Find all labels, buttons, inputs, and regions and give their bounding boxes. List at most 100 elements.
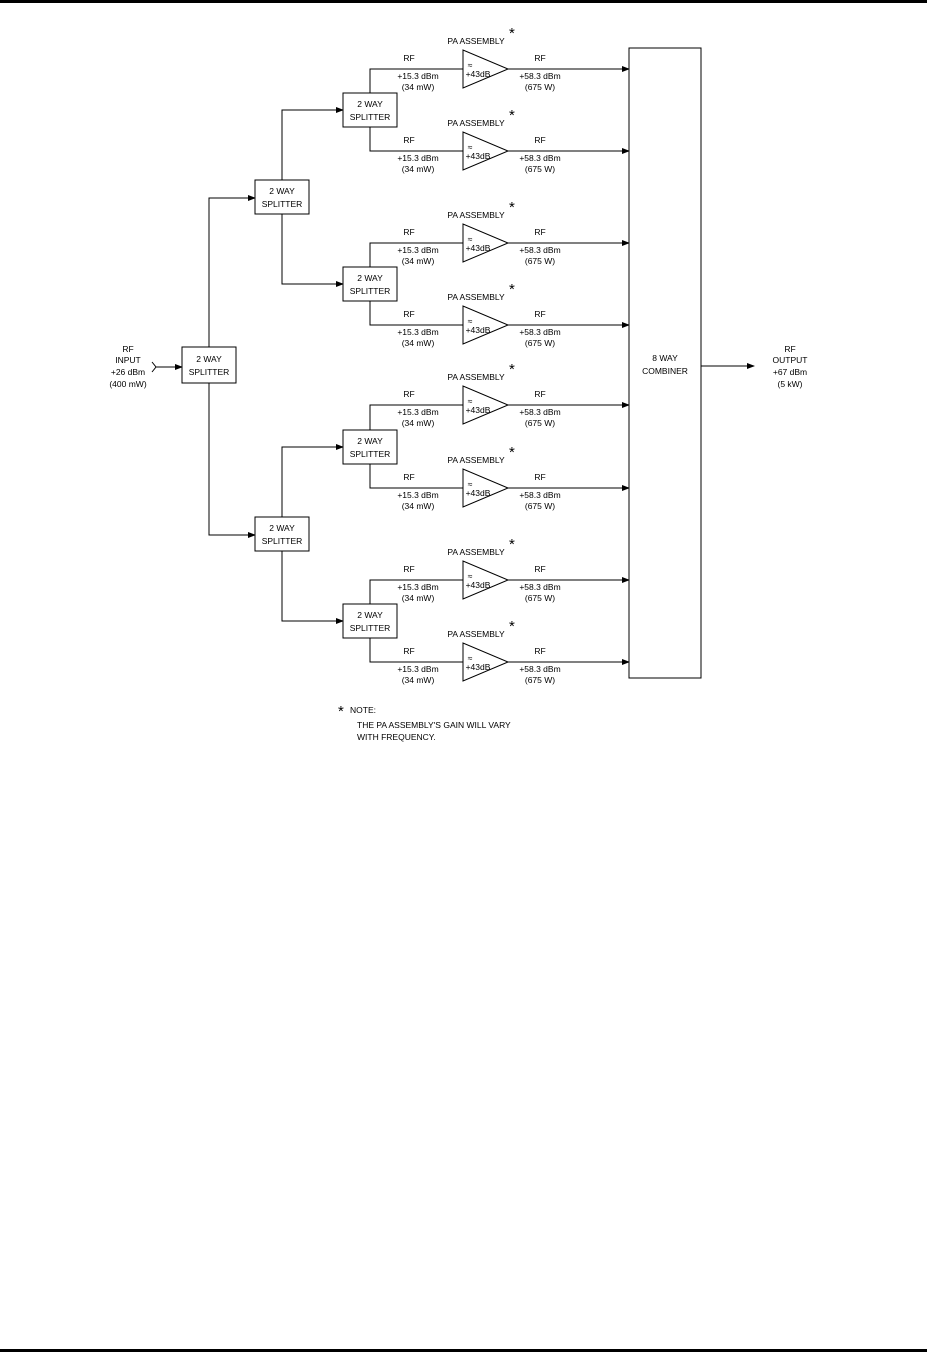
pa-asterisk: * (509, 444, 515, 461)
pa-output-dbm: +58.3 dBm (519, 490, 560, 500)
pa-asterisk: * (509, 281, 515, 298)
pa-gain-approx: ≈ (468, 479, 473, 489)
pa-input-mw: (34 mW) (402, 82, 435, 92)
amplifier-triangle (462, 131, 510, 171)
pa-input-dbm: +15.3 dBm (397, 664, 438, 674)
amplifier-triangle (462, 642, 510, 682)
pa-output-rf-label: RF (534, 53, 545, 63)
pa-gain-approx: ≈ (468, 396, 473, 406)
svg-text:SPLITTER: SPLITTER (262, 536, 303, 546)
pa-input-rf-label: RF (403, 389, 414, 399)
pa-input-rf-label: RF (403, 564, 414, 574)
pa-output-rf-label: RF (534, 564, 545, 574)
pa-input-mw: (34 mW) (402, 164, 435, 174)
amplifier-triangle (462, 223, 510, 263)
footnote: * NOTE: THE PA ASSEMBLY'S GAIN WILL VARY… (338, 703, 511, 742)
svg-text:SPLITTER: SPLITTER (350, 112, 391, 122)
pa-assembly-title: PA ASSEMBLY (447, 455, 505, 465)
note-label: NOTE: (350, 705, 376, 715)
svg-text:2 WAY: 2 WAY (269, 523, 295, 533)
pa-input-mw: (34 mW) (402, 418, 435, 428)
note-line2: WITH FREQUENCY. (357, 732, 436, 742)
pa-output-w: (675 W) (525, 593, 555, 603)
svg-text:SPLITTER: SPLITTER (350, 286, 391, 296)
svg-text:2 WAY: 2 WAY (357, 610, 383, 620)
pa-output-w: (675 W) (525, 256, 555, 266)
pa-input-dbm: +15.3 dBm (397, 153, 438, 163)
note-line1: THE PA ASSEMBLY'S GAIN WILL VARY (357, 720, 511, 730)
pa-input-mw: (34 mW) (402, 501, 435, 511)
input-connector (151, 361, 157, 373)
note-asterisk: * (338, 703, 344, 720)
pa-gain-approx: ≈ (468, 60, 473, 70)
pa-gain-approx: ≈ (468, 234, 473, 244)
pa-input-dbm: +15.3 dBm (397, 327, 438, 337)
pa-output-dbm: +58.3 dBm (519, 245, 560, 255)
amplifier-triangle (462, 305, 510, 345)
pa-assemblies: RF+15.3 dBm(34 mW)PA ASSEMBLY*≈+43dBRF+5… (397, 25, 630, 685)
bottom-rule (0, 1349, 927, 1352)
pa-output-rf-label: RF (534, 389, 545, 399)
pa-gain: +43dB (466, 662, 491, 672)
pa-input-mw: (34 mW) (402, 675, 435, 685)
amplifier-triangle (462, 385, 510, 425)
pa-input-dbm: +15.3 dBm (397, 490, 438, 500)
pa-input-rf-label: RF (403, 135, 414, 145)
splitter-to-pa-wires (369, 68, 463, 663)
pa-output-dbm: +58.3 dBm (519, 664, 560, 674)
wire-l2b-top (281, 444, 344, 517)
svg-text:8 WAY: 8 WAY (652, 353, 678, 363)
pa-output-w: (675 W) (525, 675, 555, 685)
svg-text:COMBINER: COMBINER (642, 366, 688, 376)
output-dbm: +67 dBm (773, 367, 807, 377)
svg-text:SPLITTER: SPLITTER (189, 367, 230, 377)
pa-input-rf-label: RF (403, 227, 414, 237)
splitter-level3-4: 2 WAY SPLITTER (342, 603, 398, 639)
pa-assembly-title: PA ASSEMBLY (447, 210, 505, 220)
wire-l2a-bottom (281, 214, 344, 287)
pa-asterisk: * (509, 361, 515, 378)
pa-output-rf-label: RF (534, 472, 545, 482)
input-rf: RF (122, 344, 133, 354)
pa-assembly-4: RF+15.3 dBm(34 mW)PA ASSEMBLY*≈+43dBRF+5… (397, 281, 630, 348)
pa-output-rf-label: RF (534, 135, 545, 145)
pa-input-rf-label: RF (403, 53, 414, 63)
pa-assembly-2: RF+15.3 dBm(34 mW)PA ASSEMBLY*≈+43dBRF+5… (397, 107, 630, 174)
svg-text:2 WAY: 2 WAY (357, 273, 383, 283)
pa-input-rf-label: RF (403, 646, 414, 656)
pa-input-dbm: +15.3 dBm (397, 407, 438, 417)
pa-asterisk: * (509, 199, 515, 216)
pa-input-rf-label: RF (403, 472, 414, 482)
svg-text:SPLITTER: SPLITTER (350, 449, 391, 459)
svg-text:SPLITTER: SPLITTER (262, 199, 303, 209)
pa-output-dbm: +58.3 dBm (519, 71, 560, 81)
output-rf: RF (784, 344, 795, 354)
pa-assembly-6: RF+15.3 dBm(34 mW)PA ASSEMBLY*≈+43dBRF+5… (397, 444, 630, 511)
pa-assembly-1: RF+15.3 dBm(34 mW)PA ASSEMBLY*≈+43dBRF+5… (397, 25, 630, 92)
pa-output-w: (675 W) (525, 418, 555, 428)
pa-gain: +43dB (466, 405, 491, 415)
pa-output-w: (675 W) (525, 164, 555, 174)
pa-assembly-title: PA ASSEMBLY (447, 36, 505, 46)
pa-output-w: (675 W) (525, 82, 555, 92)
splitter-level3-3: 2 WAY SPLITTER (342, 429, 398, 465)
pa-assembly-title: PA ASSEMBLY (447, 292, 505, 302)
pa-gain-approx: ≈ (468, 653, 473, 663)
pa-output-w: (675 W) (525, 501, 555, 511)
pa-output-dbm: +58.3 dBm (519, 327, 560, 337)
pa-gain: +43dB (466, 243, 491, 253)
top-rule (0, 0, 927, 3)
pa-assembly-title: PA ASSEMBLY (447, 118, 505, 128)
pa-output-w: (675 W) (525, 338, 555, 348)
pa-input-dbm: +15.3 dBm (397, 582, 438, 592)
combiner-8way: 8 WAY COMBINER (628, 47, 702, 679)
splitter-level3-2: 2 WAY SPLITTER (342, 266, 398, 302)
pa-input-dbm: +15.3 dBm (397, 71, 438, 81)
svg-text:2 WAY: 2 WAY (357, 436, 383, 446)
rf-output-label: RF OUTPUT +67 dBm (5 kW) (773, 344, 808, 389)
amplifier-triangle (462, 468, 510, 508)
amplifier-triangle (462, 49, 510, 89)
pa-gain-approx: ≈ (468, 316, 473, 326)
wire-l2b-bottom (281, 551, 344, 624)
pa-asterisk: * (509, 618, 515, 635)
